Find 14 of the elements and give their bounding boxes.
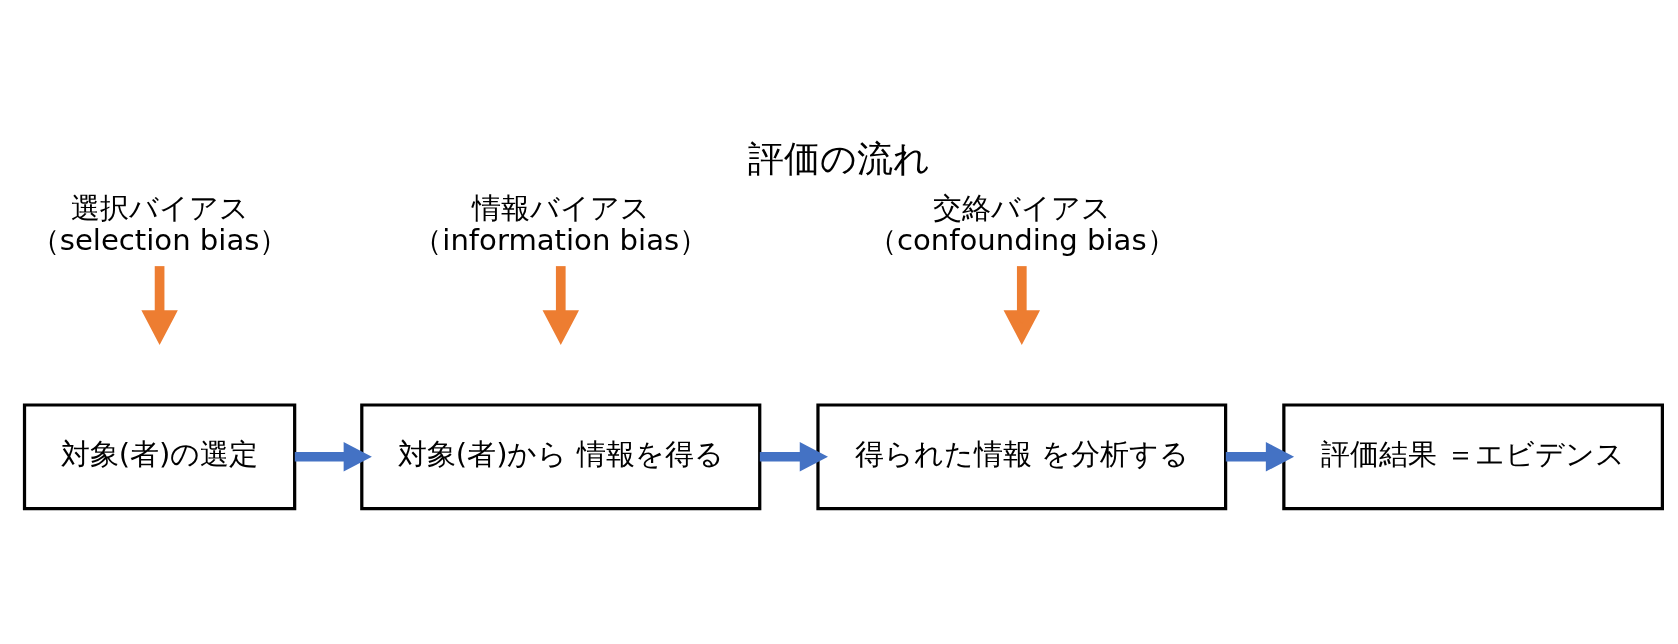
arrow xyxy=(141,265,178,345)
node-text: 交絡バイアス （confounding bias） xyxy=(868,190,1176,257)
node-text: 情報バイアス （information bias） xyxy=(413,190,709,257)
diagram-title: 評価の流れ xyxy=(748,137,930,179)
node-box: 対象(者)から 情報を得る xyxy=(360,402,762,510)
node-text: 選択バイアス （selection bias） xyxy=(30,190,289,257)
arrow xyxy=(542,265,579,345)
node-box: 評価結果 ＝エビデンス xyxy=(1282,402,1664,510)
arrow xyxy=(759,441,828,472)
arrow xyxy=(1225,441,1295,472)
node-box: 得られた情報 を分析する xyxy=(816,402,1228,510)
arrow xyxy=(1003,265,1041,345)
node-box: 対象(者)の選定 xyxy=(22,402,297,510)
arrow xyxy=(294,441,372,472)
